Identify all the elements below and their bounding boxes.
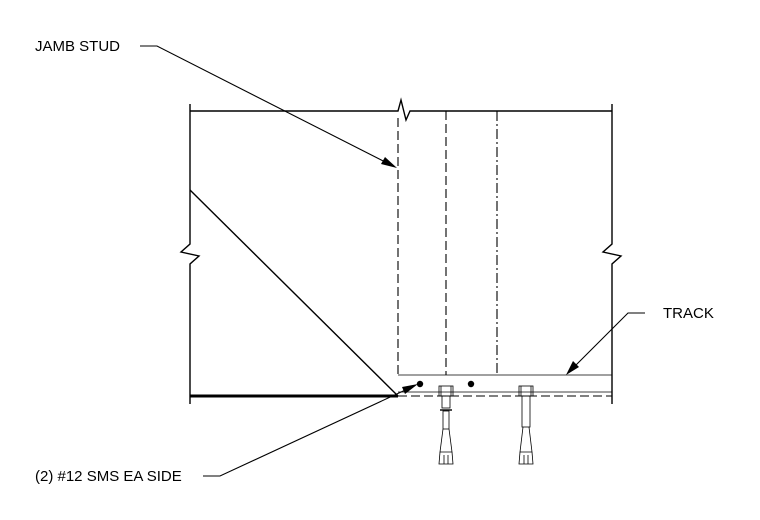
wall-top-edge [190, 97, 612, 123]
jamb-stud-label: JAMB STUD [35, 38, 120, 55]
anchor-bolt-2 [518, 385, 534, 465]
sms-screw-2 [467, 380, 475, 388]
track-leader [566, 312, 645, 375]
sms-screw-1 [416, 380, 424, 388]
anchor-bolt-1 [438, 385, 454, 465]
wall-right-edge [601, 104, 623, 404]
sms-label: (2) #12 SMS EA SIDE [35, 468, 182, 485]
track-label: TRACK [663, 305, 714, 322]
wall-left-edge [179, 104, 201, 404]
sms-leader [203, 384, 418, 477]
diagonal-line [189, 189, 399, 397]
jamb-stud-leader [140, 45, 397, 168]
